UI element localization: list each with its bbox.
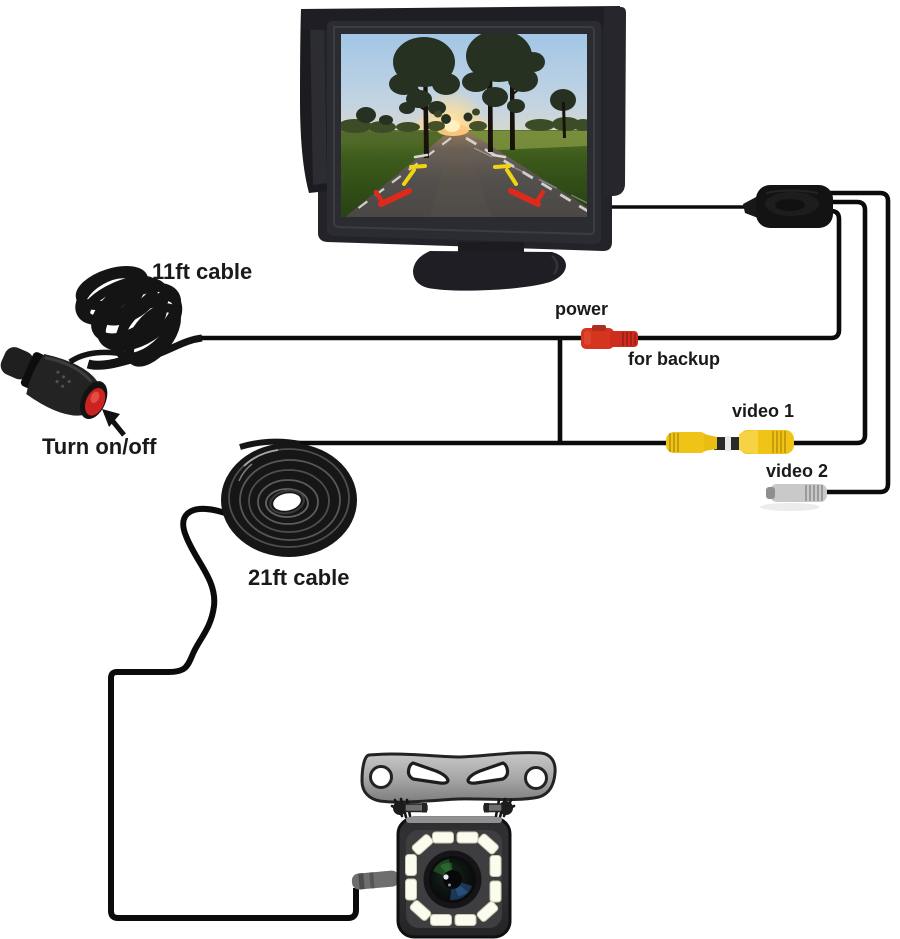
svg-text:video 2: video 2 <box>766 461 828 481</box>
svg-text:power: power <box>555 299 608 319</box>
svg-text:video 1: video 1 <box>732 401 794 421</box>
svg-text:Turn on/off: Turn on/off <box>42 434 157 459</box>
svg-text:11ft cable: 11ft cable <box>152 259 252 284</box>
svg-text:21ft cable: 21ft cable <box>248 565 350 590</box>
svg-text:for backup: for backup <box>628 349 720 369</box>
